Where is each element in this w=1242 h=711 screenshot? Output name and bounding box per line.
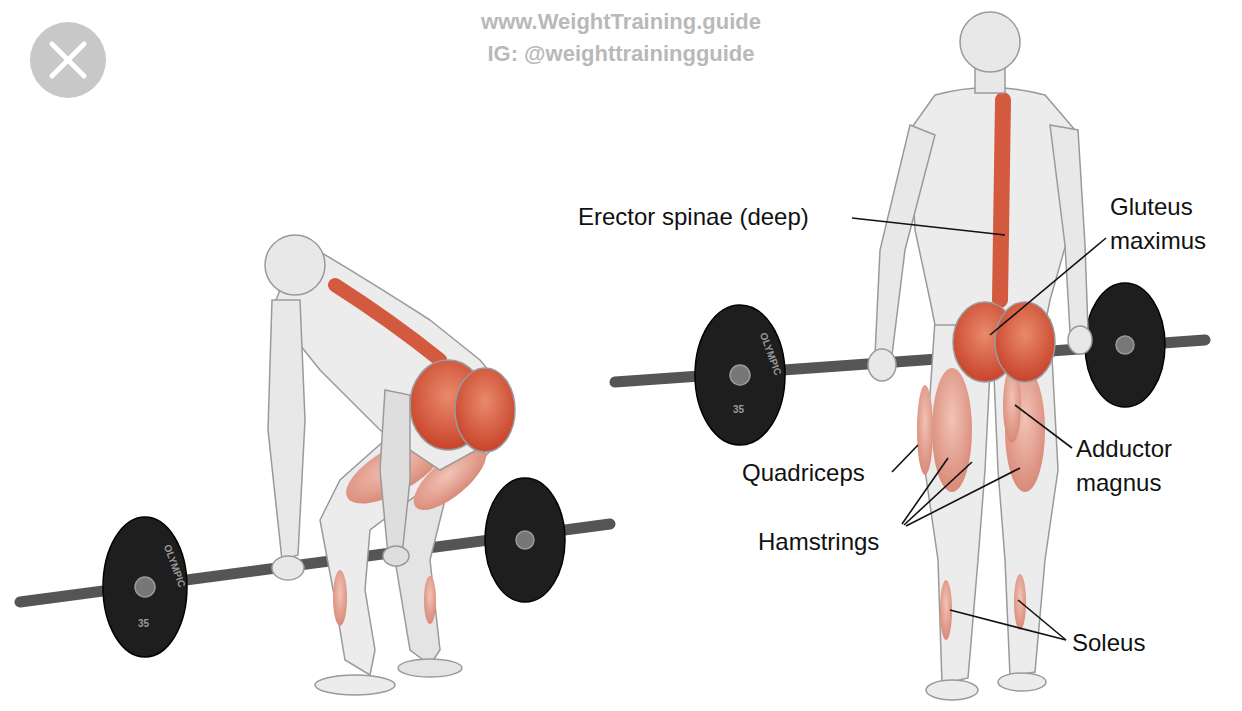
muscle-label: Soleus	[1072, 626, 1145, 660]
watermark: IG: @weighttrainingguide	[487, 40, 754, 68]
right-figure	[615, 12, 1205, 700]
plate-text: 35	[733, 404, 744, 416]
muscle-label: Erector spinae (deep)	[578, 200, 809, 234]
watermark: www.WeightTraining.guide	[481, 8, 761, 36]
muscle-label: Quadriceps	[742, 456, 865, 490]
close-icon	[30, 22, 106, 98]
left-figure	[20, 235, 610, 695]
muscle-label: Adductor magnus	[1076, 432, 1206, 500]
plate-text: 35	[138, 618, 149, 630]
leader-lines	[852, 218, 1106, 640]
muscle-label: Gluteus maximus	[1110, 190, 1235, 258]
muscle-label: Hamstrings	[758, 525, 879, 559]
